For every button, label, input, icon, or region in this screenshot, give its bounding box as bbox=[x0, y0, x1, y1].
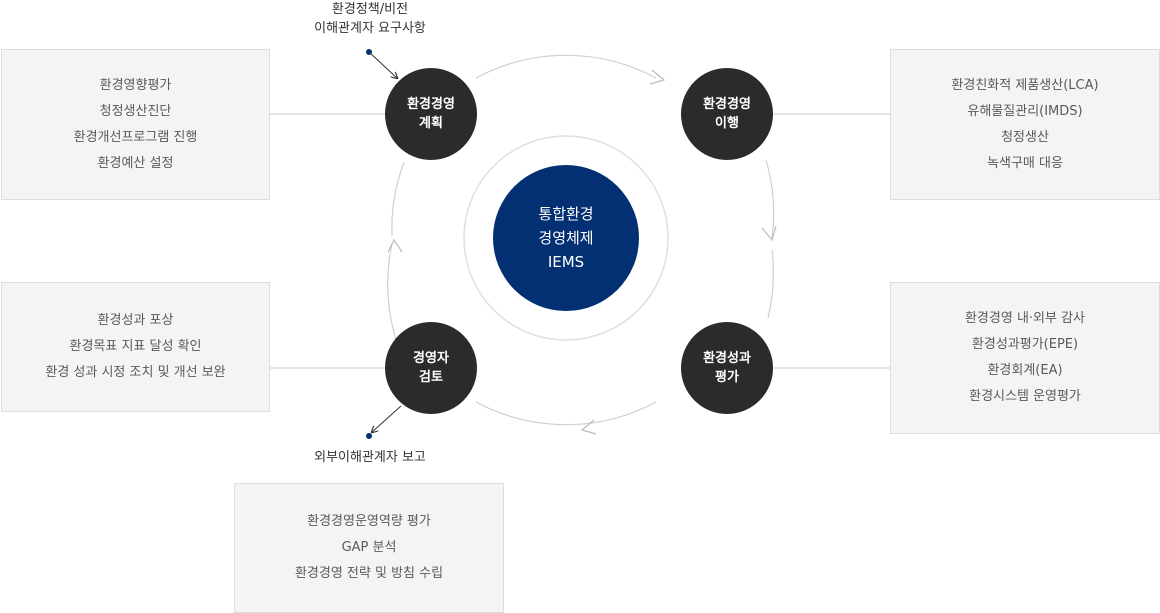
box-review-line-3: 환경 성과 시정 조치 및 개선 보완 bbox=[45, 365, 226, 380]
box-plan: 환경영향평가 청정생산진단 환경개선프로그램 진행 환경예산 설정 bbox=[1, 49, 270, 200]
box-plan-line-1: 환경영향평가 bbox=[99, 77, 172, 93]
input-arrow bbox=[368, 51, 397, 78]
cycle-arrow-left bbox=[387, 238, 403, 253]
inner-ring bbox=[463, 135, 669, 341]
box-strategy-line-3: 환경경영 전략 및 방침 수립 bbox=[294, 566, 444, 581]
node-plan: 환경경영 계획 bbox=[385, 68, 477, 160]
node-evaluate: 환경성과 평가 bbox=[681, 322, 773, 414]
node-plan-line-2: 계획 bbox=[419, 116, 443, 131]
input-label-line-1: 환경정책/비전 bbox=[331, 2, 409, 17]
input-label: 환경정책/비전 이해관계자 요구사항 bbox=[290, 0, 450, 38]
cycle-arrow-bottom bbox=[580, 419, 597, 435]
cycle-arc-right-lower bbox=[767, 249, 774, 319]
box-evaluate-line-4: 환경시스템 운영평가 bbox=[969, 389, 1081, 404]
node-evaluate-line-2: 평가 bbox=[715, 370, 739, 385]
box-strategy: 환경경영운영역량 평가 GAP 분석 환경경영 전략 및 방침 수립 bbox=[234, 483, 504, 613]
cycle-arrow-right bbox=[761, 225, 777, 242]
output-label: 외부이해관계자 보고 bbox=[290, 448, 450, 467]
box-evaluate-line-2: 환경성과평가(EPE) bbox=[971, 337, 1079, 352]
box-plan-line-3: 환경개선프로그램 진행 bbox=[73, 129, 198, 145]
cycle-arc-left-upper bbox=[391, 161, 405, 237]
cycle-arc-bottom bbox=[475, 401, 657, 426]
box-review-line-2: 환경목표 지표 달성 확인 bbox=[69, 339, 202, 354]
box-implement-line-2: 유해물질관리(IMDS) bbox=[967, 103, 1083, 119]
box-evaluate: 환경경영 내·외부 감사 환경성과평가(EPE) 환경회계(EA) 환경시스템 … bbox=[890, 282, 1160, 434]
center-line-1: 통합환경 bbox=[538, 205, 594, 223]
node-implement: 환경경영 이행 bbox=[681, 68, 773, 160]
box-implement-line-4: 녹색구매 대응 bbox=[987, 155, 1063, 171]
output-arrow bbox=[372, 405, 402, 432]
center-iems: 통합환경 경영체제 IEMS bbox=[493, 165, 639, 311]
node-implement-line-1: 환경경영 bbox=[703, 97, 751, 112]
node-implement-line-2: 이행 bbox=[715, 116, 739, 131]
output-dot bbox=[366, 433, 372, 439]
box-plan-line-4: 환경예산 설정 bbox=[97, 155, 174, 171]
node-evaluate-line-1: 환경성과 bbox=[703, 351, 751, 366]
box-review: 환경성과 포상 환경목표 지표 달성 확인 환경 성과 시정 조치 및 개선 보… bbox=[1, 282, 270, 412]
box-implement-line-1: 환경친화적 제품생산(LCA) bbox=[951, 77, 1099, 93]
box-review-line-1: 환경성과 포상 bbox=[97, 313, 174, 328]
box-plan-line-2: 청정생산진단 bbox=[99, 103, 172, 119]
node-review-line-1: 경영자 bbox=[413, 351, 449, 366]
cycle-arc-left-lower bbox=[387, 243, 399, 347]
box-strategy-line-2: GAP 분석 bbox=[341, 540, 397, 555]
box-implement-line-3: 청정생산 bbox=[1001, 129, 1049, 145]
box-evaluate-line-1: 환경경영 내·외부 감사 bbox=[964, 311, 1086, 326]
box-implement: 환경친화적 제품생산(LCA) 유해물질관리(IMDS) 청정생산 녹색구매 대… bbox=[890, 49, 1160, 200]
box-strategy-line-1: 환경경영운영역량 평가 bbox=[307, 514, 431, 529]
node-plan-line-1: 환경경영 bbox=[407, 97, 455, 112]
box-evaluate-line-3: 환경회계(EA) bbox=[987, 363, 1063, 378]
output-label-line-1: 외부이해관계자 보고 bbox=[314, 450, 426, 465]
input-label-line-2: 이해관계자 요구사항 bbox=[314, 21, 426, 36]
node-review-line-2: 검토 bbox=[419, 370, 443, 385]
center-line-2: 경영체제 bbox=[538, 229, 594, 247]
node-review: 경영자 검토 bbox=[385, 322, 477, 414]
cycle-arc-top bbox=[475, 54, 657, 79]
cycle-arrow-top bbox=[649, 69, 666, 85]
cycle-arc-right-upper bbox=[765, 159, 775, 239]
center-line-3: IEMS bbox=[547, 253, 585, 271]
